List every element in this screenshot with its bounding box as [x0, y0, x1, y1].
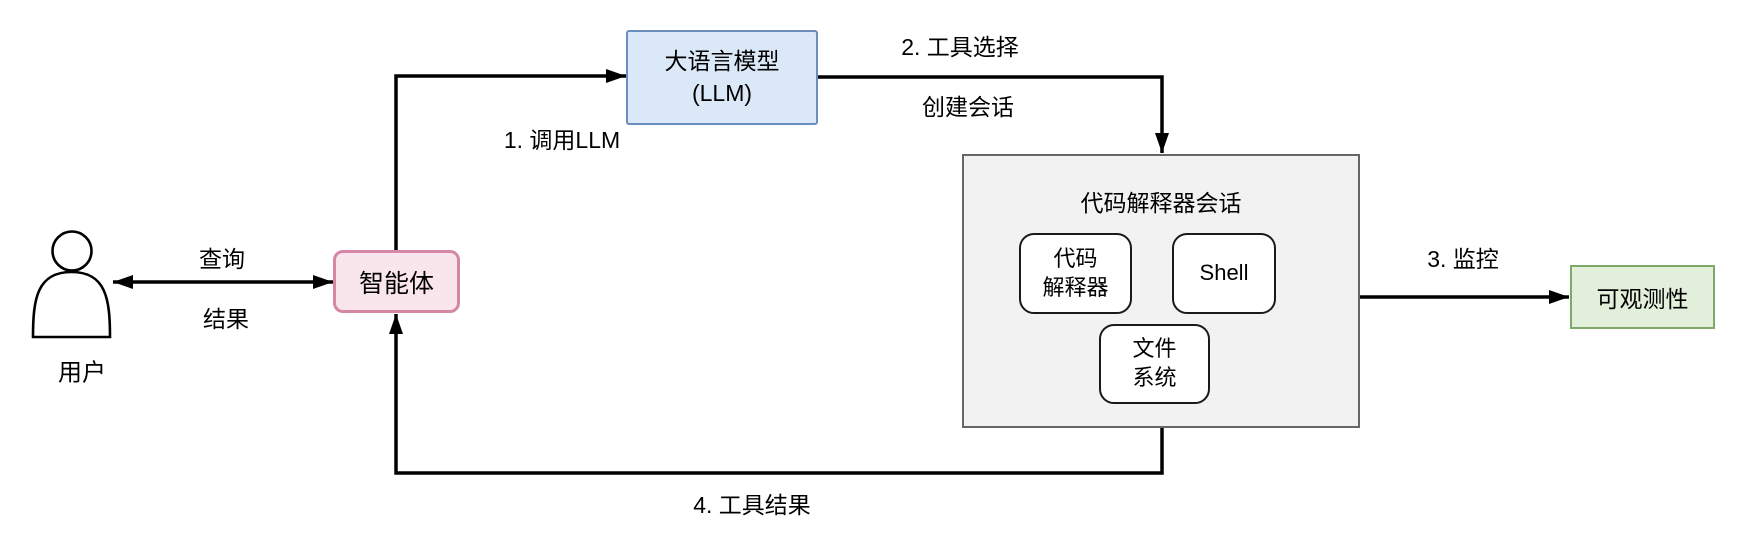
- llm-label: 大语言模型 (LLM): [665, 46, 780, 108]
- tool-code-line2: 解释器: [1042, 274, 1109, 300]
- edge-label-result: 结果: [203, 306, 249, 332]
- edge-label-step4-tool-results: 4. 工具结果: [693, 492, 811, 518]
- edge-label-step2-tool-selection: 2. 工具选择: [901, 34, 1019, 60]
- user-icon-body: [31, 270, 112, 339]
- agent-label: 智能体: [358, 269, 434, 298]
- llm-label-line1: 大语言模型: [664, 48, 780, 75]
- tool-shell-line1: Shell: [1199, 260, 1249, 286]
- edge-label-step3-monitoring: 3. 监控: [1427, 246, 1499, 272]
- observability-label: 可观测性: [1596, 286, 1689, 312]
- llm-node: 大语言模型 (LLM): [626, 30, 818, 125]
- tool-file-system-label: 文件 系统: [1132, 335, 1176, 392]
- tool-shell-label: Shell: [1200, 259, 1249, 288]
- edge-label-create-session: 创建会话: [922, 94, 1014, 120]
- edge-label-step1-call-llm: 1. 调用LLM: [503, 127, 621, 153]
- edge-label-query: 查询: [199, 246, 245, 272]
- tool-code-interpreter-label: 代码 解释器: [1042, 245, 1108, 302]
- tool-code-line1: 代码: [1053, 245, 1098, 271]
- edge-agent-llm: [394, 69, 626, 250]
- session-title: 代码解释器会话: [1080, 190, 1242, 216]
- tool-fs-line2: 系统: [1132, 365, 1177, 390]
- user-label: 用户: [58, 359, 106, 387]
- tool-node-file-system: 文件 系统: [1099, 324, 1210, 404]
- user-icon-head: [51, 230, 93, 272]
- tool-node-code-interpreter: 代码 解释器: [1019, 233, 1132, 314]
- llm-label-line2: (LLM): [691, 79, 753, 106]
- agent-node: 智能体: [333, 250, 460, 313]
- observability-node: 可观测性: [1570, 265, 1715, 329]
- user-icon: [31, 230, 112, 339]
- session-container: 代码解释器会话 代码 解释器 Shell 文件 系统: [962, 154, 1360, 428]
- tool-node-shell: Shell: [1172, 233, 1276, 314]
- edge-session-agent-return: [389, 314, 1164, 475]
- tool-fs-line1: 文件: [1132, 336, 1177, 362]
- edge-llm-session: [817, 75, 1169, 153]
